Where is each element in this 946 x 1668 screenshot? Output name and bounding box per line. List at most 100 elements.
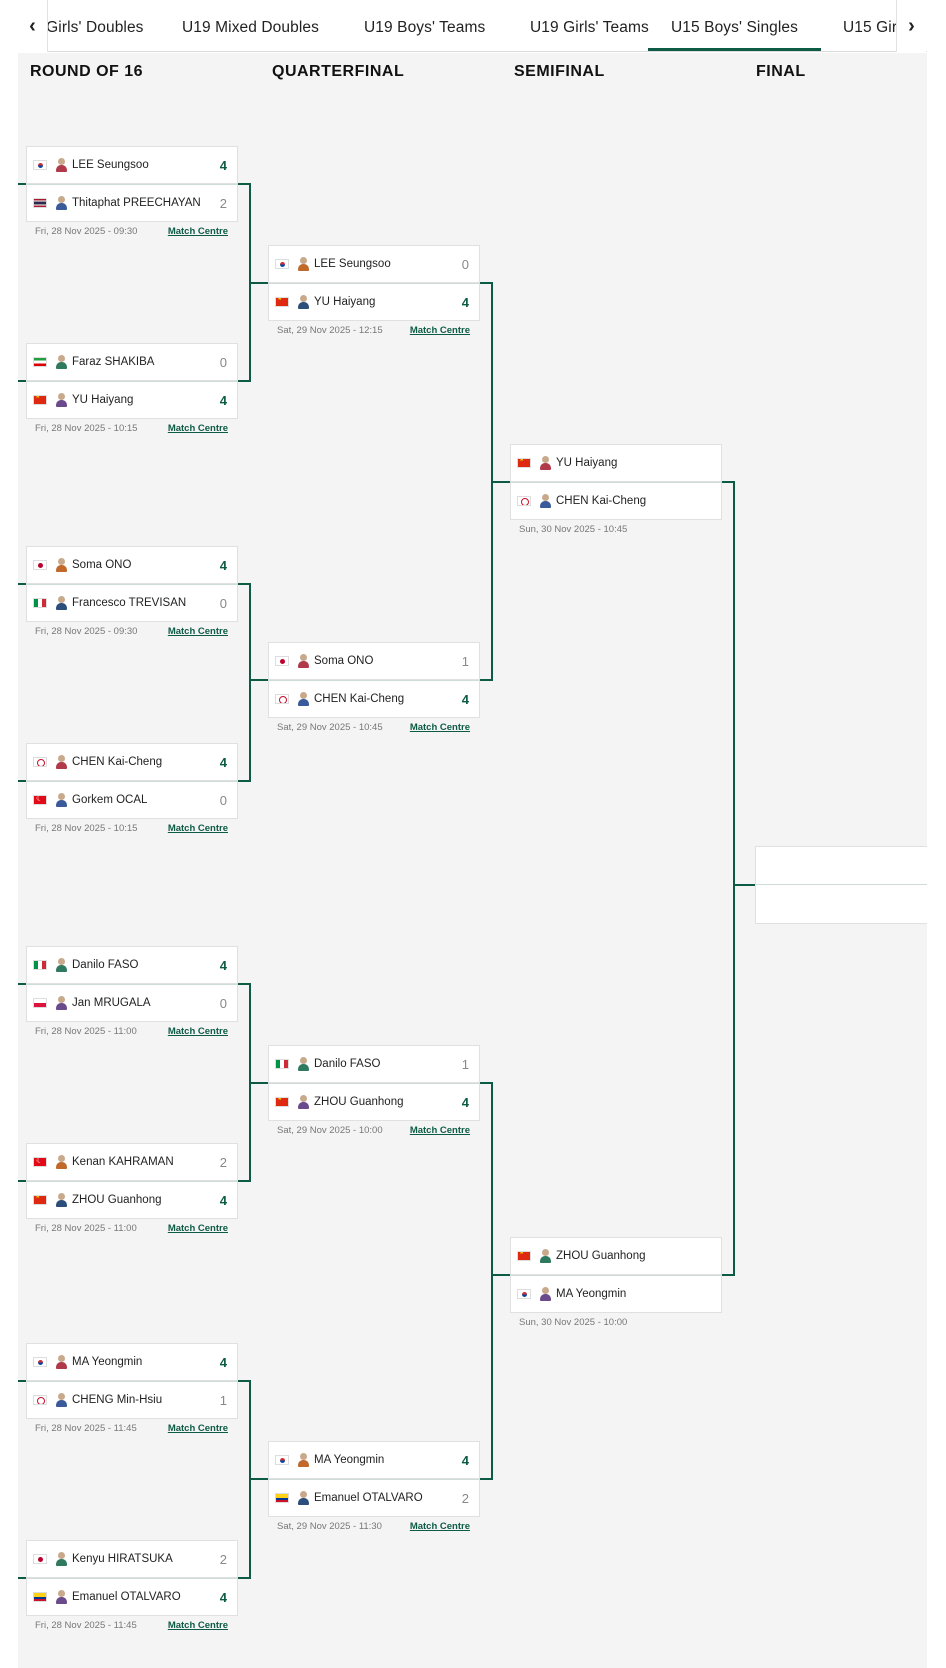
player-name[interactable]: Faraz SHAKIBA — [72, 356, 203, 368]
match-centre-link[interactable]: Match Centre — [410, 1125, 470, 1136]
match-meta: Sat, 29 Nov 2025 - 10:00Match Centre — [268, 1121, 480, 1136]
match-centre-link[interactable]: Match Centre — [410, 325, 470, 336]
tab-u19-boys-teams[interactable]: U19 Boys' Teams — [364, 0, 485, 52]
player-name[interactable]: ZHOU Guanhong — [72, 1194, 203, 1206]
tab-u15-boys-singles[interactable]: U15 Boys' Singles — [648, 0, 821, 52]
player-name[interactable]: Danilo FASO — [72, 959, 203, 971]
match-centre-link[interactable]: Match Centre — [168, 226, 228, 237]
player-row[interactable]: ZHOU Guanhong — [510, 1237, 722, 1275]
player-name[interactable]: Soma ONO — [314, 655, 445, 667]
player-avatar-icon — [297, 692, 310, 706]
player-name[interactable]: YU Haiyang — [556, 457, 687, 469]
player-name[interactable]: YU Haiyang — [72, 394, 203, 406]
player-name[interactable]: CHEN Kai-Cheng — [72, 756, 203, 768]
player-name[interactable]: Gorkem OCAL — [72, 794, 203, 806]
player-name[interactable]: MA Yeongmin — [314, 1454, 445, 1466]
player-name[interactable]: MA Yeongmin — [72, 1356, 203, 1368]
player-name[interactable]: Emanuel OTALVARO — [72, 1591, 203, 1603]
player-name[interactable]: Thitaphat PREECHAYAN — [72, 197, 203, 209]
player-name[interactable]: LEE Seungsoo — [314, 258, 445, 270]
match-centre-link[interactable]: Match Centre — [168, 823, 228, 834]
cn-flag-icon — [33, 395, 47, 405]
match-datetime: Sat, 29 Nov 2025 - 10:45 — [277, 722, 383, 733]
match-centre-link[interactable]: Match Centre — [168, 1620, 228, 1631]
player-avatar-icon — [539, 1249, 552, 1263]
player-name[interactable]: LEE Seungsoo — [72, 159, 203, 171]
player-row[interactable]: MA Yeongmin — [510, 1275, 722, 1313]
chevron-right-icon[interactable]: › — [896, 0, 926, 52]
final-match-card[interactable] — [755, 846, 927, 924]
match-centre-link[interactable]: Match Centre — [168, 1423, 228, 1434]
it-flag-icon — [33, 598, 47, 608]
player-name[interactable]: Francesco TREVISAN — [72, 597, 203, 609]
match-centre-link[interactable]: Match Centre — [168, 1223, 228, 1234]
match-centre-link[interactable]: Match Centre — [410, 1521, 470, 1532]
player-name[interactable]: Kenan KAHRAMAN — [72, 1156, 203, 1168]
match-centre-link[interactable]: Match Centre — [168, 626, 228, 637]
player-name[interactable]: ZHOU Guanhong — [556, 1250, 687, 1262]
player-name[interactable]: Danilo FASO — [314, 1058, 445, 1070]
player-name[interactable]: Kenyu HIRATSUKA — [72, 1553, 203, 1565]
match-datetime: Sun, 30 Nov 2025 - 10:00 — [519, 1317, 627, 1328]
tab-u19-mixed-doubles[interactable]: U19 Mixed Doubles — [182, 0, 319, 52]
player-name[interactable]: CHENG Min-Hsiu — [72, 1394, 203, 1406]
player-name[interactable]: Emanuel OTALVARO — [314, 1492, 445, 1504]
connector-line — [18, 1381, 26, 1578]
ir-flag-icon — [33, 357, 47, 367]
match-centre-link[interactable]: Match Centre — [410, 722, 470, 733]
player-row[interactable]: CHEN Kai-Cheng — [510, 482, 722, 520]
tab-u19-girls-teams[interactable]: U19 Girls' Teams — [530, 0, 649, 52]
match-centre-link[interactable]: Match Centre — [168, 423, 228, 434]
player-name[interactable]: MA Yeongmin — [556, 1288, 687, 1300]
player-name[interactable]: YU Haiyang — [314, 296, 445, 308]
player-name[interactable]: CHEN Kai-Cheng — [314, 693, 445, 705]
match-centre-link[interactable]: Match Centre — [168, 1026, 228, 1037]
player-avatar-icon — [55, 596, 68, 610]
player-row[interactable]: YU Haiyang — [510, 444, 722, 482]
player-score: 4 — [203, 393, 227, 408]
chevron-left-icon[interactable]: ‹ — [18, 0, 48, 52]
player-name[interactable]: CHEN Kai-Cheng — [556, 495, 687, 507]
player-name[interactable]: Jan MRUGALA — [72, 997, 203, 1009]
player-name[interactable]: Soma ONO — [72, 559, 203, 571]
player-name[interactable]: ZHOU Guanhong — [314, 1096, 445, 1108]
